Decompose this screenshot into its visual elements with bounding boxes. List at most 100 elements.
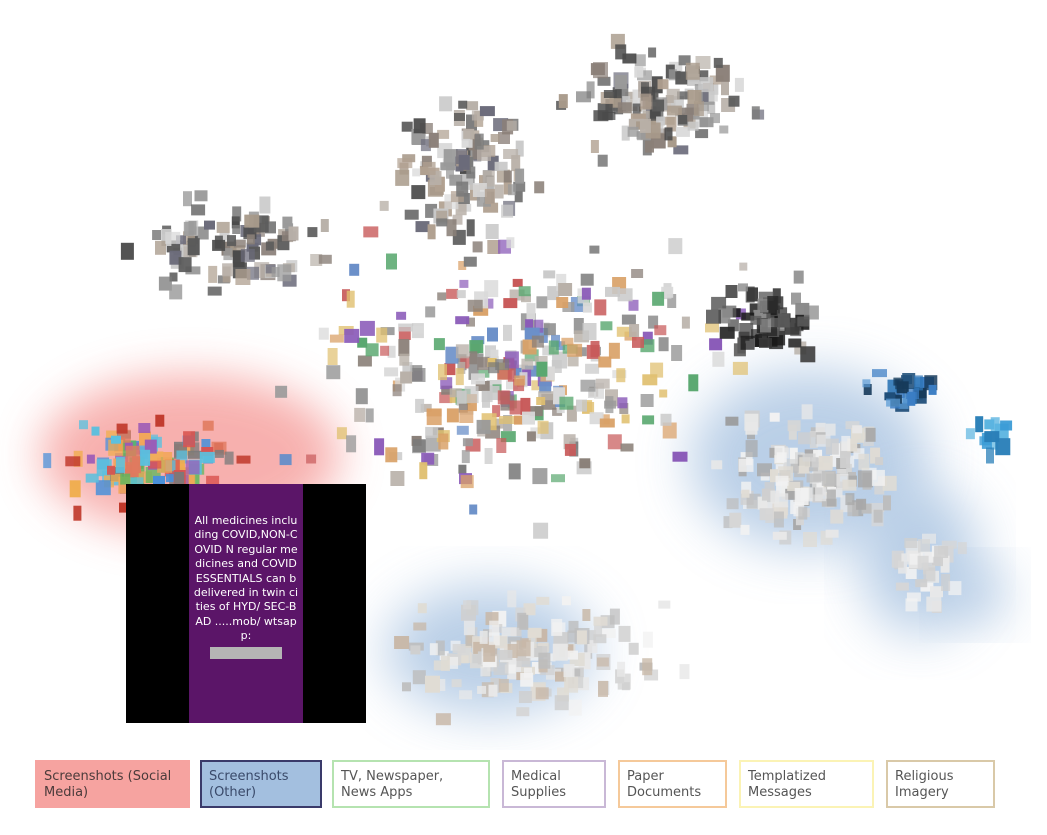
image-thumbnail[interactable] [507, 364, 516, 382]
image-thumbnail[interactable] [185, 460, 200, 475]
image-thumbnail[interactable] [464, 386, 479, 404]
image-thumbnail[interactable] [874, 482, 885, 495]
image-thumbnail[interactable] [922, 533, 936, 544]
image-thumbnail[interactable] [506, 120, 517, 131]
image-thumbnail[interactable] [566, 405, 577, 422]
image-thumbnail[interactable] [279, 454, 292, 466]
image-thumbnail[interactable] [412, 168, 421, 177]
image-thumbnail[interactable] [738, 458, 754, 472]
image-thumbnail[interactable] [587, 640, 598, 654]
image-thumbnail[interactable] [458, 154, 470, 170]
image-thumbnail[interactable] [425, 426, 439, 438]
image-thumbnail[interactable] [678, 55, 691, 66]
image-thumbnail[interactable] [556, 341, 566, 351]
image-thumbnail[interactable] [642, 658, 653, 676]
image-thumbnail[interactable] [498, 132, 510, 144]
image-thumbnail[interactable] [738, 283, 748, 292]
image-thumbnail[interactable] [152, 230, 162, 240]
image-thumbnail[interactable] [187, 238, 200, 256]
image-thumbnail[interactable] [760, 472, 770, 481]
image-thumbnail[interactable] [425, 306, 436, 318]
image-thumbnail[interactable] [709, 338, 723, 351]
image-thumbnail[interactable] [551, 360, 562, 373]
image-thumbnail[interactable] [580, 273, 594, 286]
image-thumbnail[interactable] [585, 363, 600, 374]
image-thumbnail[interactable] [476, 419, 491, 434]
image-thumbnail[interactable] [435, 640, 445, 656]
image-thumbnail[interactable] [984, 431, 1000, 443]
image-thumbnail[interactable] [841, 435, 851, 451]
image-thumbnail[interactable] [395, 169, 410, 186]
image-thumbnail[interactable] [818, 455, 833, 470]
image-thumbnail[interactable] [685, 62, 700, 80]
legend-item-screenshots-social-media[interactable]: Screenshots (Social Media) [35, 760, 190, 808]
image-thumbnail[interactable] [543, 323, 556, 336]
image-thumbnail[interactable] [479, 106, 495, 117]
image-thumbnail[interactable] [469, 504, 478, 515]
image-thumbnail[interactable] [769, 335, 784, 350]
image-thumbnail[interactable] [449, 656, 459, 669]
image-thumbnail[interactable] [642, 631, 653, 648]
image-thumbnail[interactable] [412, 439, 426, 453]
image-thumbnail[interactable] [872, 369, 887, 378]
image-thumbnail[interactable] [445, 346, 459, 364]
image-thumbnail[interactable] [863, 384, 872, 395]
image-thumbnail[interactable] [456, 425, 469, 435]
image-thumbnail[interactable] [725, 416, 739, 426]
image-thumbnail[interactable] [514, 375, 526, 386]
image-thumbnail[interactable] [465, 634, 474, 648]
image-thumbnail[interactable] [607, 434, 622, 450]
image-thumbnail[interactable] [497, 369, 513, 380]
image-thumbnail[interactable] [617, 288, 633, 302]
legend-item-paper-documents[interactable]: Paper Documents [618, 760, 727, 808]
image-thumbnail[interactable] [458, 261, 467, 270]
image-thumbnail[interactable] [573, 318, 584, 334]
image-thumbnail[interactable] [466, 317, 475, 327]
image-thumbnail[interactable] [641, 82, 649, 98]
image-thumbnail[interactable] [586, 81, 595, 99]
image-thumbnail[interactable] [466, 166, 476, 179]
image-thumbnail[interactable] [512, 278, 523, 287]
image-thumbnail[interactable] [456, 290, 466, 299]
image-thumbnail[interactable] [489, 620, 500, 636]
image-thumbnail[interactable] [662, 422, 677, 439]
image-thumbnail[interactable] [140, 449, 151, 466]
image-thumbnail[interactable] [764, 481, 775, 490]
image-thumbnail[interactable] [329, 334, 344, 343]
image-thumbnail[interactable] [542, 345, 555, 356]
image-thumbnail[interactable] [629, 324, 640, 337]
image-thumbnail[interactable] [521, 294, 531, 303]
image-thumbnail[interactable] [425, 675, 440, 693]
image-thumbnail[interactable] [751, 106, 760, 120]
image-thumbnail[interactable] [556, 297, 569, 308]
image-thumbnail[interactable] [561, 596, 571, 606]
image-thumbnail[interactable] [865, 427, 876, 442]
image-thumbnail[interactable] [342, 289, 350, 302]
image-thumbnail[interactable] [698, 77, 714, 93]
image-thumbnail[interactable] [621, 314, 636, 325]
image-thumbnail[interactable] [787, 420, 801, 432]
image-thumbnail[interactable] [797, 316, 810, 327]
image-thumbnail[interactable] [825, 423, 836, 436]
image-thumbnail[interactable] [411, 128, 423, 144]
image-thumbnail[interactable] [466, 219, 475, 237]
image-thumbnail[interactable] [115, 456, 125, 473]
image-thumbnail[interactable] [657, 79, 669, 90]
image-thumbnail[interactable] [265, 221, 276, 234]
image-thumbnail[interactable] [884, 392, 896, 401]
image-thumbnail[interactable] [721, 80, 729, 96]
image-thumbnail[interactable] [932, 557, 943, 567]
image-thumbnail[interactable] [155, 414, 165, 427]
image-thumbnail[interactable] [663, 116, 675, 125]
image-thumbnail[interactable] [636, 131, 651, 141]
image-thumbnail[interactable] [459, 279, 469, 288]
image-thumbnail[interactable] [775, 296, 784, 310]
image-thumbnail[interactable] [882, 475, 897, 491]
image-thumbnail[interactable] [118, 476, 131, 494]
image-thumbnail[interactable] [387, 345, 396, 358]
image-thumbnail[interactable] [622, 53, 637, 64]
image-thumbnail[interactable] [120, 473, 131, 485]
image-thumbnail[interactable] [909, 553, 919, 565]
image-thumbnail[interactable] [568, 699, 582, 716]
image-thumbnail[interactable] [138, 423, 151, 433]
